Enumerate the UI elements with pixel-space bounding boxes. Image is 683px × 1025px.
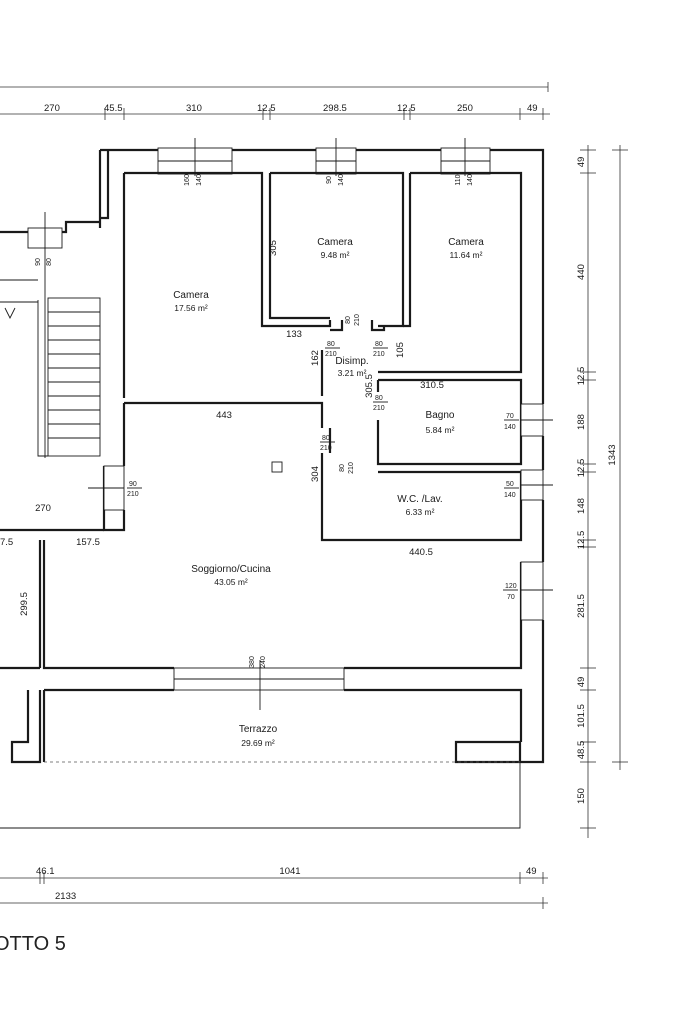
d2-bottom: 210 [325, 351, 337, 358]
d4-top: 80 [375, 395, 383, 402]
room-camera3-area: 11.64 m² [450, 250, 483, 260]
right-dim-11: 48.5 [576, 741, 587, 760]
right-dim-2: 440 [576, 264, 587, 280]
room-terrazzo-name: Terrazzo [239, 724, 278, 735]
w3-bottom: 140 [467, 174, 474, 186]
dim-162: 162 [310, 350, 321, 366]
right-dim-9: 49 [576, 677, 587, 688]
wb-bottom: 140 [504, 424, 516, 431]
right-dim-6: 148 [576, 498, 587, 514]
room-wc-name: W.C. /Lav. [397, 494, 442, 505]
d6-bottom: 210 [348, 462, 355, 474]
top-dim-7: 250 [457, 103, 473, 114]
w4-top: 90 [35, 258, 42, 266]
dim-270: 270 [35, 503, 51, 514]
bottom-dim-middle: 1041 [279, 866, 300, 877]
top-dim-4: 12.5 [257, 103, 276, 114]
dim-305: 305 [268, 240, 279, 256]
bottom-dim-left: 46.1 [36, 866, 55, 877]
top-dimension-line: 270 45.5 310 12.5 298.5 12.5 250 49 [0, 82, 550, 120]
room-bagno-name: Bagno [426, 410, 455, 421]
dim-443: 443 [216, 410, 232, 421]
top-dim-1: 270 [44, 103, 60, 114]
room-soggiorno-name: Soggiorno/Cucina [191, 564, 271, 575]
right-dim-1: 49 [576, 157, 587, 168]
room-disimp-area: 3.21 m² [338, 368, 367, 378]
top-dim-8: 49 [527, 103, 538, 114]
room-camera1-area: 17.56 m² [174, 303, 208, 313]
openings [0, 403, 553, 829]
wt-bottom: 240 [260, 656, 267, 668]
bottom-dim-total: 2133 [55, 891, 76, 902]
right-dim-3: 12.5 [576, 367, 587, 386]
d5-top: 80 [322, 435, 330, 442]
room-labels: Camera 17.56 m² Camera 9.48 m² Camera 11… [173, 237, 484, 748]
dim-304: 304 [310, 466, 321, 482]
dim-133: 133 [286, 329, 302, 340]
room-disimp-name: Disimp. [335, 356, 368, 367]
dim-7-5: 7.5 [0, 537, 13, 548]
ws-top: 120 [505, 583, 517, 590]
dim-310-5: 310.5 [420, 380, 444, 391]
top-dim-3: 310 [186, 103, 202, 114]
bottom-dim-right: 49 [526, 866, 537, 877]
right-dim-10: 101.5 [576, 704, 587, 728]
room-terrazzo-area: 29.69 m² [241, 738, 275, 748]
right-dim-8: 281.5 [576, 594, 587, 618]
d5-bottom: 210 [320, 445, 332, 452]
exterior-walls [0, 148, 545, 764]
w2-top: 90 [326, 176, 333, 184]
ws-bottom: 70 [507, 594, 515, 601]
room-camera1-name: Camera [173, 290, 209, 301]
interior-dimensions: 305 133 162 105 310.5 305.5 443 304 270 … [0, 240, 444, 616]
room-soggiorno-area: 43.05 m² [214, 577, 248, 587]
right-dim-12: 150 [576, 788, 587, 804]
d1-top: 80 [345, 316, 352, 324]
dim-440-5: 440.5 [409, 547, 433, 558]
wwc-bottom: 140 [504, 492, 516, 499]
dim-157-5: 157.5 [76, 537, 100, 548]
bottom-dimension-line: 46.1 1041 49 2133 [0, 866, 548, 909]
d7-bottom: 210 [127, 491, 139, 498]
room-camera3-name: Camera [448, 237, 484, 248]
d2-top: 80 [327, 341, 335, 348]
top-dim-2: 45.5 [104, 103, 123, 114]
w4-bottom: 80 [46, 258, 53, 266]
room-bagno-area: 5.84 m² [426, 425, 455, 435]
room-camera2-name: Camera [317, 237, 353, 248]
dim-105: 105 [395, 342, 406, 358]
d7-top: 90 [129, 481, 137, 488]
opening-labels: 160 140 90 140 110 140 90 80 80 210 80 2… [35, 174, 519, 668]
right-dimension-line: 49 440 12.5 188 12.5 148 12.5 281.5 49 1… [576, 145, 628, 838]
d3-top: 80 [375, 341, 383, 348]
top-dim-6: 12.5 [397, 103, 416, 114]
right-dim-total: 1343 [607, 444, 618, 465]
w2-bottom: 140 [338, 174, 345, 186]
d3-bottom: 210 [373, 351, 385, 358]
room-wc-area: 6.33 m² [406, 507, 435, 517]
stair [0, 212, 101, 458]
d1-bottom: 210 [354, 314, 361, 326]
w1-bottom: 140 [196, 174, 203, 186]
top-dim-5: 298.5 [323, 103, 347, 114]
w1-top: 160 [184, 174, 191, 186]
dim-305-5: 305.5 [364, 374, 375, 398]
d4-bottom: 210 [373, 405, 385, 412]
wt-top: 380 [249, 656, 256, 668]
wb-top: 70 [506, 413, 514, 420]
top-windows [157, 138, 491, 176]
right-dim-7: 12.5 [576, 531, 587, 550]
dim-299-5: 299.5 [19, 592, 30, 616]
d6-top: 80 [339, 464, 346, 472]
plan-title: OTTO 5 [0, 933, 66, 955]
wwc-top: 50 [506, 481, 514, 488]
w3-top: 110 [455, 174, 462, 185]
right-dim-5: 12.5 [576, 459, 587, 478]
room-camera2-area: 9.48 m² [321, 250, 350, 260]
right-dim-4: 188 [576, 414, 587, 430]
